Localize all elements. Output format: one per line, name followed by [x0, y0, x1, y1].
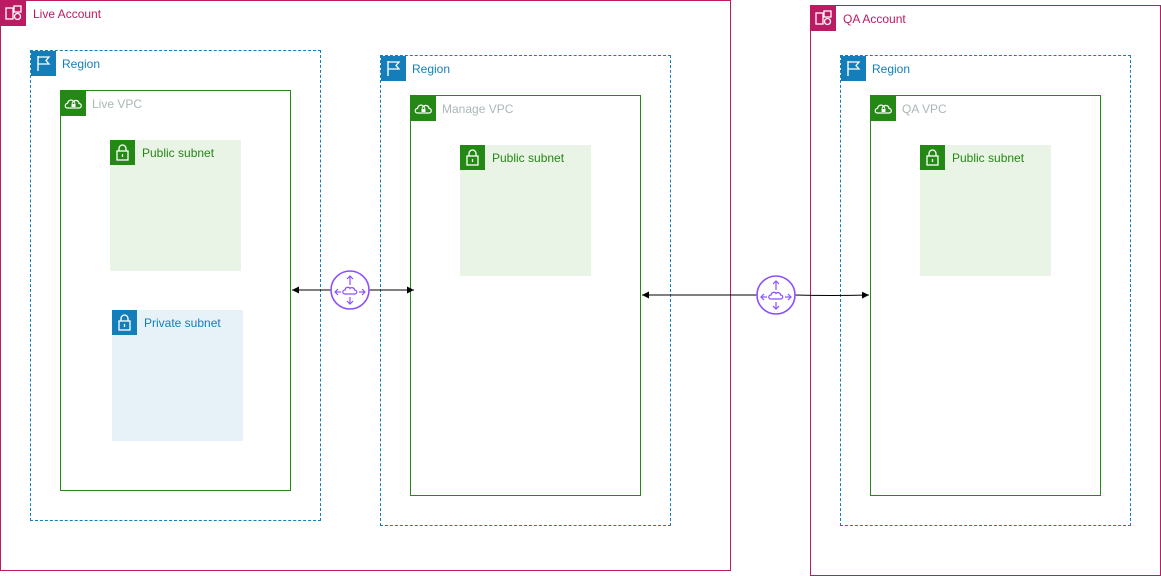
- vpc-cloud-lock-icon: [61, 91, 86, 116]
- subnet-label: Public subnet: [142, 146, 215, 160]
- padlock-icon: [110, 140, 135, 165]
- vpc-label: Live VPC: [92, 97, 143, 111]
- vpc-peering-icon: [330, 270, 370, 310]
- region-flag-icon: [31, 51, 56, 76]
- padlock-icon: [920, 145, 945, 170]
- vpc-cloud-lock-icon: [411, 96, 436, 121]
- padlock-icon: [460, 145, 485, 170]
- qa-region-group: Region: [840, 55, 1131, 526]
- live-account-group: Live Account: [0, 0, 731, 571]
- region-label: Region: [62, 57, 101, 71]
- account-icon: [1, 1, 26, 26]
- qa-vpc-group: QA VPC: [870, 95, 1101, 496]
- qa-public-subnet: Public subnet: [920, 145, 1051, 276]
- account-icon: [811, 6, 836, 31]
- live-public-subnet: Public subnet: [110, 140, 241, 271]
- subnet-label: Private subnet: [144, 316, 221, 330]
- live-vpc-group: Live VPC: [60, 90, 291, 491]
- account-label: Live Account: [33, 7, 102, 21]
- region-flag-icon: [381, 56, 406, 81]
- padlock-icon: [112, 310, 137, 335]
- vpc-cloud-lock-icon: [871, 96, 896, 121]
- subnet-label: Public subnet: [952, 151, 1025, 165]
- live-private-subnet: Private subnet: [112, 310, 243, 441]
- manage-vpc-group: Manage VPC: [410, 95, 641, 496]
- connector-manage-qa: [642, 291, 870, 299]
- vpc-label: QA VPC: [902, 102, 947, 116]
- manage-public-subnet: Public subnet: [460, 145, 591, 276]
- region-label: Region: [872, 62, 911, 76]
- subnet-label: Public subnet: [492, 151, 565, 165]
- vpc-label: Manage VPC: [442, 102, 514, 116]
- region-flag-icon: [841, 56, 866, 81]
- vpc-peering-icon: [756, 275, 796, 315]
- account-label: QA Account: [843, 12, 906, 26]
- live-region-group: Region: [30, 50, 321, 521]
- region-label: Region: [412, 62, 451, 76]
